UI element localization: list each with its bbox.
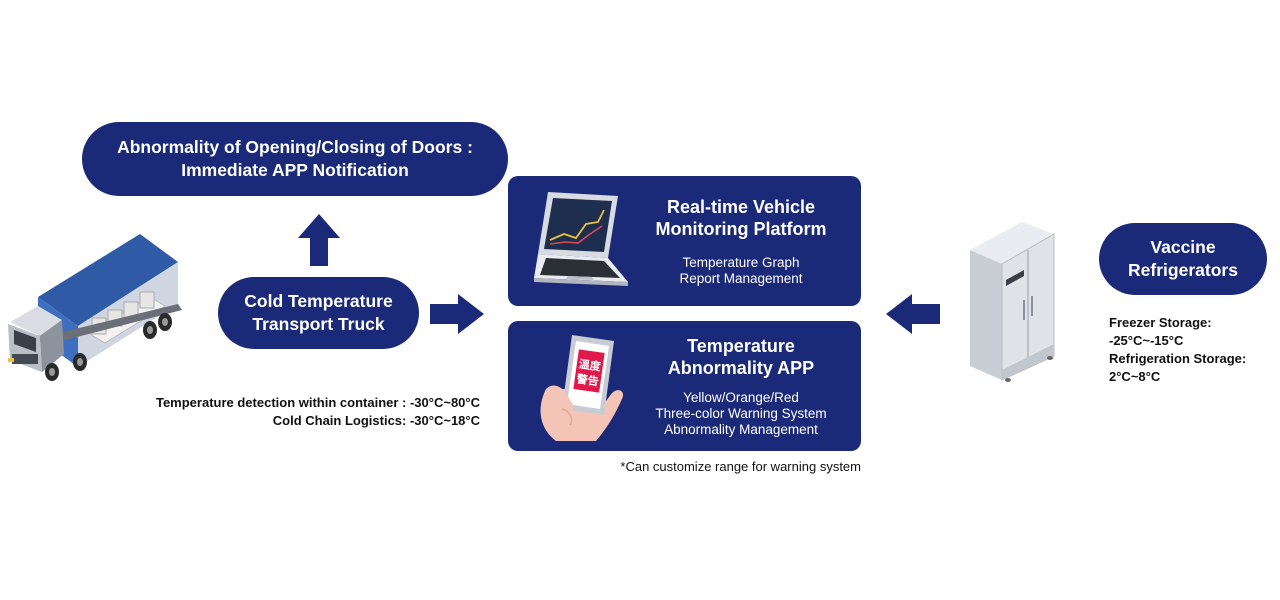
vaccine-note-line3: Refrigeration Storage:: [1109, 351, 1247, 366]
truck-illustration: [8, 234, 182, 381]
phone-in-hand-icon: 溫度 警告: [540, 335, 624, 441]
vaccine-pill-line1: Vaccine: [1150, 237, 1216, 258]
door-pill-line2: Immediate APP Notification: [181, 160, 409, 180]
vaccine-note-line2: -25°C~-15°C: [1109, 333, 1184, 348]
refrigerator-illustration: [970, 222, 1055, 382]
platform-title-line2: Monitoring Platform: [655, 219, 827, 239]
vaccine-note-line1: Freezer Storage:: [1109, 315, 1212, 330]
platform-desc-line1: Temperature Graph: [682, 255, 800, 270]
platform-box: Real-time Vehicle Monitoring Platform Te…: [508, 176, 861, 306]
truck-note-line2: Cold Chain Logistics: -30°C~18°C: [272, 413, 480, 428]
arrow-up-icon: [298, 214, 340, 266]
laptop-icon: [534, 192, 628, 286]
truck-pill-line2: Transport Truck: [252, 314, 385, 334]
phone-warning-text2: 警告: [575, 371, 600, 388]
app-desc-line1: Yellow/Orange/Red: [683, 390, 799, 405]
app-desc: Yellow/Orange/Red Three-color Warning Sy…: [631, 390, 851, 438]
app-title-line2: Abnormality APP: [667, 358, 815, 378]
footnote: *Can customize range for warning system: [620, 459, 861, 474]
truck-notes: Temperature detection within container :…: [156, 394, 480, 430]
vaccine-pill-line2: Refrigerators: [1128, 260, 1238, 280]
app-title: Temperature Abnormality APP: [641, 335, 841, 379]
vaccine-pill: Vaccine Refrigerators: [1099, 223, 1267, 295]
truck-pill: Cold Temperature Transport Truck: [218, 277, 419, 349]
platform-title: Real-time Vehicle Monitoring Platform: [641, 196, 841, 240]
app-box: 溫度 警告 Temperature Abnormality APP Yellow…: [508, 321, 861, 451]
arrow-left-icon: [886, 294, 940, 334]
app-desc-line3: Abnormality Management: [664, 422, 818, 437]
vaccine-notes: Freezer Storage: -25°C~-15°C Refrigerati…: [1109, 314, 1246, 386]
truck-pill-line1: Cold Temperature: [244, 291, 393, 312]
platform-title-line1: Real-time Vehicle: [666, 197, 816, 217]
vaccine-note-line4: 2°C~8°C: [1109, 369, 1161, 384]
app-title-line1: Temperature: [687, 336, 795, 356]
platform-desc-line2: Report Management: [679, 271, 803, 286]
platform-desc: Temperature Graph Report Management: [641, 255, 841, 287]
truck-note-line1: Temperature detection within container :…: [155, 395, 480, 410]
phone-warning-text1: 溫度: [578, 357, 603, 374]
arrow-right-icon: [430, 294, 484, 334]
door-pill-line1: Abnormality of Opening/Closing of Doors …: [117, 137, 473, 158]
door-notification-pill: Abnormality of Opening/Closing of Doors …: [82, 122, 508, 196]
app-desc-line2: Three-color Warning System: [655, 406, 827, 421]
